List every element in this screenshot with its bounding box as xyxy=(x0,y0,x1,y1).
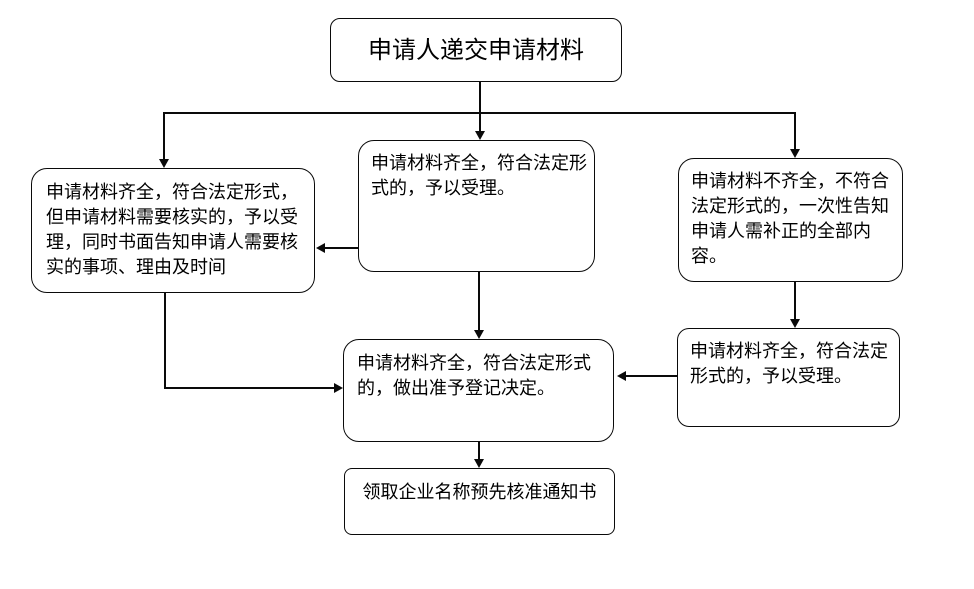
node-accept-complete-materials: 申请材料齐全，符合法定形 式的，予以受理。 xyxy=(358,140,595,272)
connector-branch-to-verify xyxy=(163,112,165,160)
connector-decision-to-receive xyxy=(478,442,480,460)
connector-accept-right-to-decision xyxy=(625,375,677,377)
arrowhead-down-icon xyxy=(158,159,169,168)
node-accept-with-verification: 申请材料齐全，符合法定形式， 但申请材料需要核实的，予以受 理，同时书面告知申请… xyxy=(31,168,315,293)
connector-accept-mid-to-verify xyxy=(324,247,358,249)
arrowhead-down-icon xyxy=(789,149,800,158)
connector-verify-down xyxy=(164,293,166,389)
connector-verify-to-decision xyxy=(164,387,335,389)
arrowhead-down-icon xyxy=(473,330,484,339)
connector-accept-mid-to-decision xyxy=(478,272,480,331)
arrowhead-left-icon xyxy=(316,242,325,253)
connector-incomplete-to-accept-right xyxy=(794,282,796,320)
arrowhead-down-icon xyxy=(789,319,800,328)
connector-branch-to-incomplete xyxy=(794,112,796,150)
node-incomplete-notify-correction: 申请材料不齐全，不符合 法定形式的，一次性告知 申请人需补正的全部内 容。 xyxy=(678,158,903,282)
arrowhead-right-icon xyxy=(334,382,343,393)
node-accept-after-correction: 申请材料齐全，符合法定 形式的，予以受理。 xyxy=(677,328,900,427)
connector-submit-down xyxy=(479,82,481,114)
arrowhead-down-icon xyxy=(474,131,485,140)
node-approve-registration-decision: 申请材料齐全，符合法定形式 的，做出准予登记决定。 xyxy=(343,339,614,442)
node-receive-approval-notice: 领取企业名称预先核准通知书 xyxy=(344,468,615,535)
arrowhead-left-icon xyxy=(617,370,626,381)
node-submit-materials: 申请人递交申请材料 xyxy=(330,18,622,82)
arrowhead-down-icon xyxy=(473,459,484,468)
connector-branch-to-accept-mid xyxy=(479,112,481,132)
